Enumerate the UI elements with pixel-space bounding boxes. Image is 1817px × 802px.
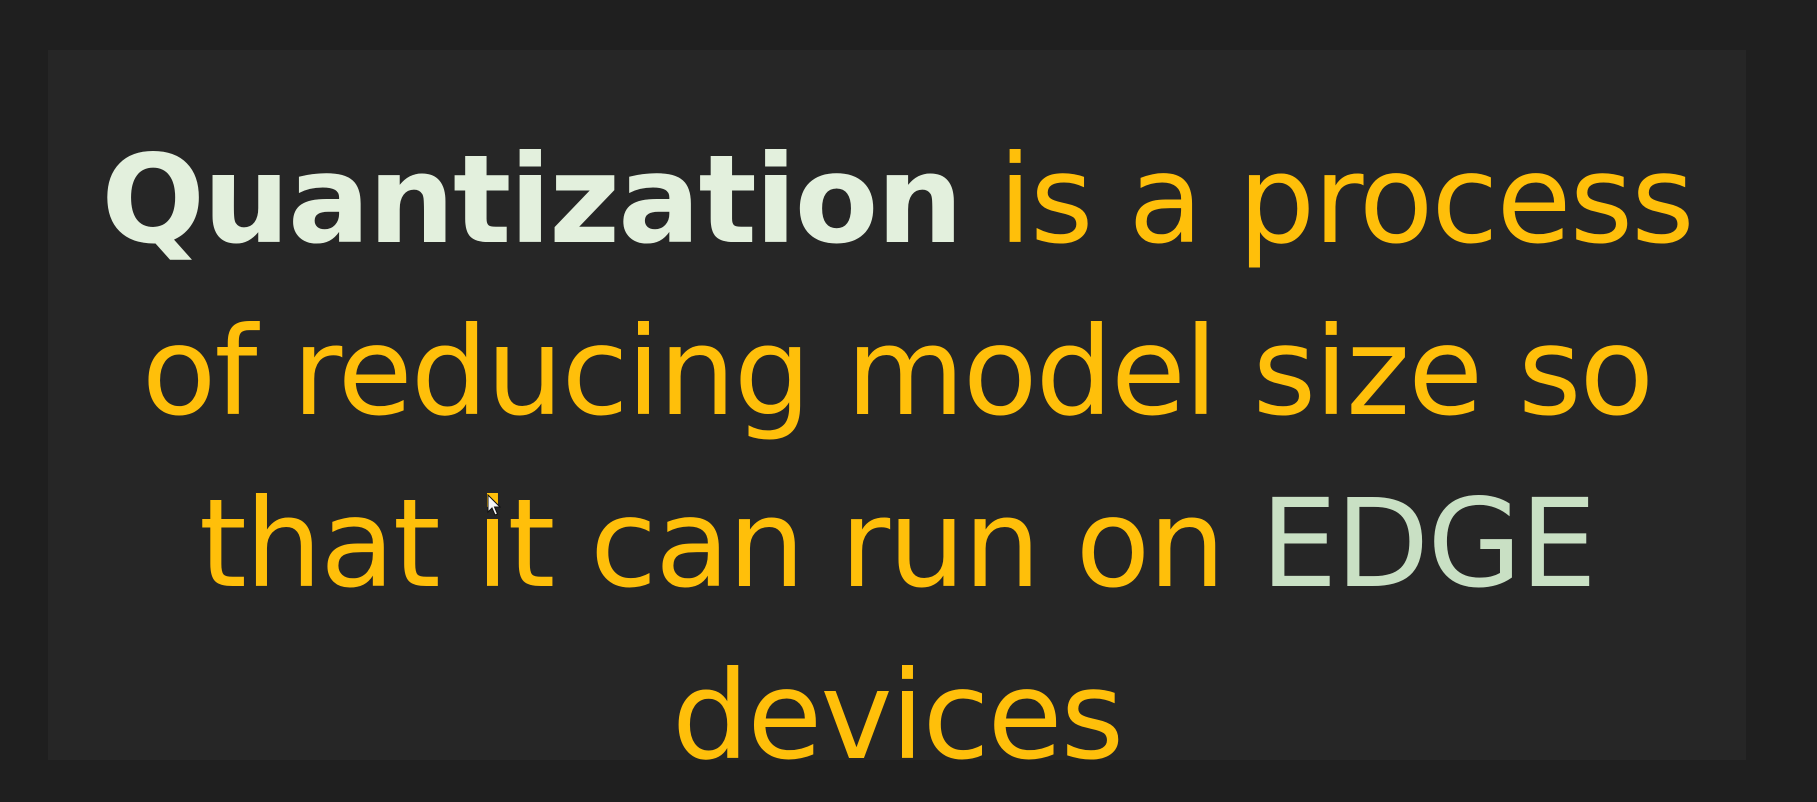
term-edge: EDGE (1260, 473, 1597, 615)
slide-line-1: Quantization is a process (48, 114, 1746, 286)
mouse-pointer-icon (487, 494, 501, 516)
term-quantization: Quantization (101, 129, 963, 271)
line-3-prefix: that it can run on (199, 473, 1226, 615)
slide-line-3: that it can run on EDGE (48, 458, 1746, 630)
line-1-rest: is a process (998, 129, 1695, 271)
presentation-slide: Quantization is a process of reducing mo… (48, 50, 1746, 787)
slide-text: Quantization is a process of reducing mo… (48, 114, 1746, 802)
slide-line-2: of reducing model size so (141, 301, 1654, 443)
slide-line-4: devices (671, 645, 1124, 787)
